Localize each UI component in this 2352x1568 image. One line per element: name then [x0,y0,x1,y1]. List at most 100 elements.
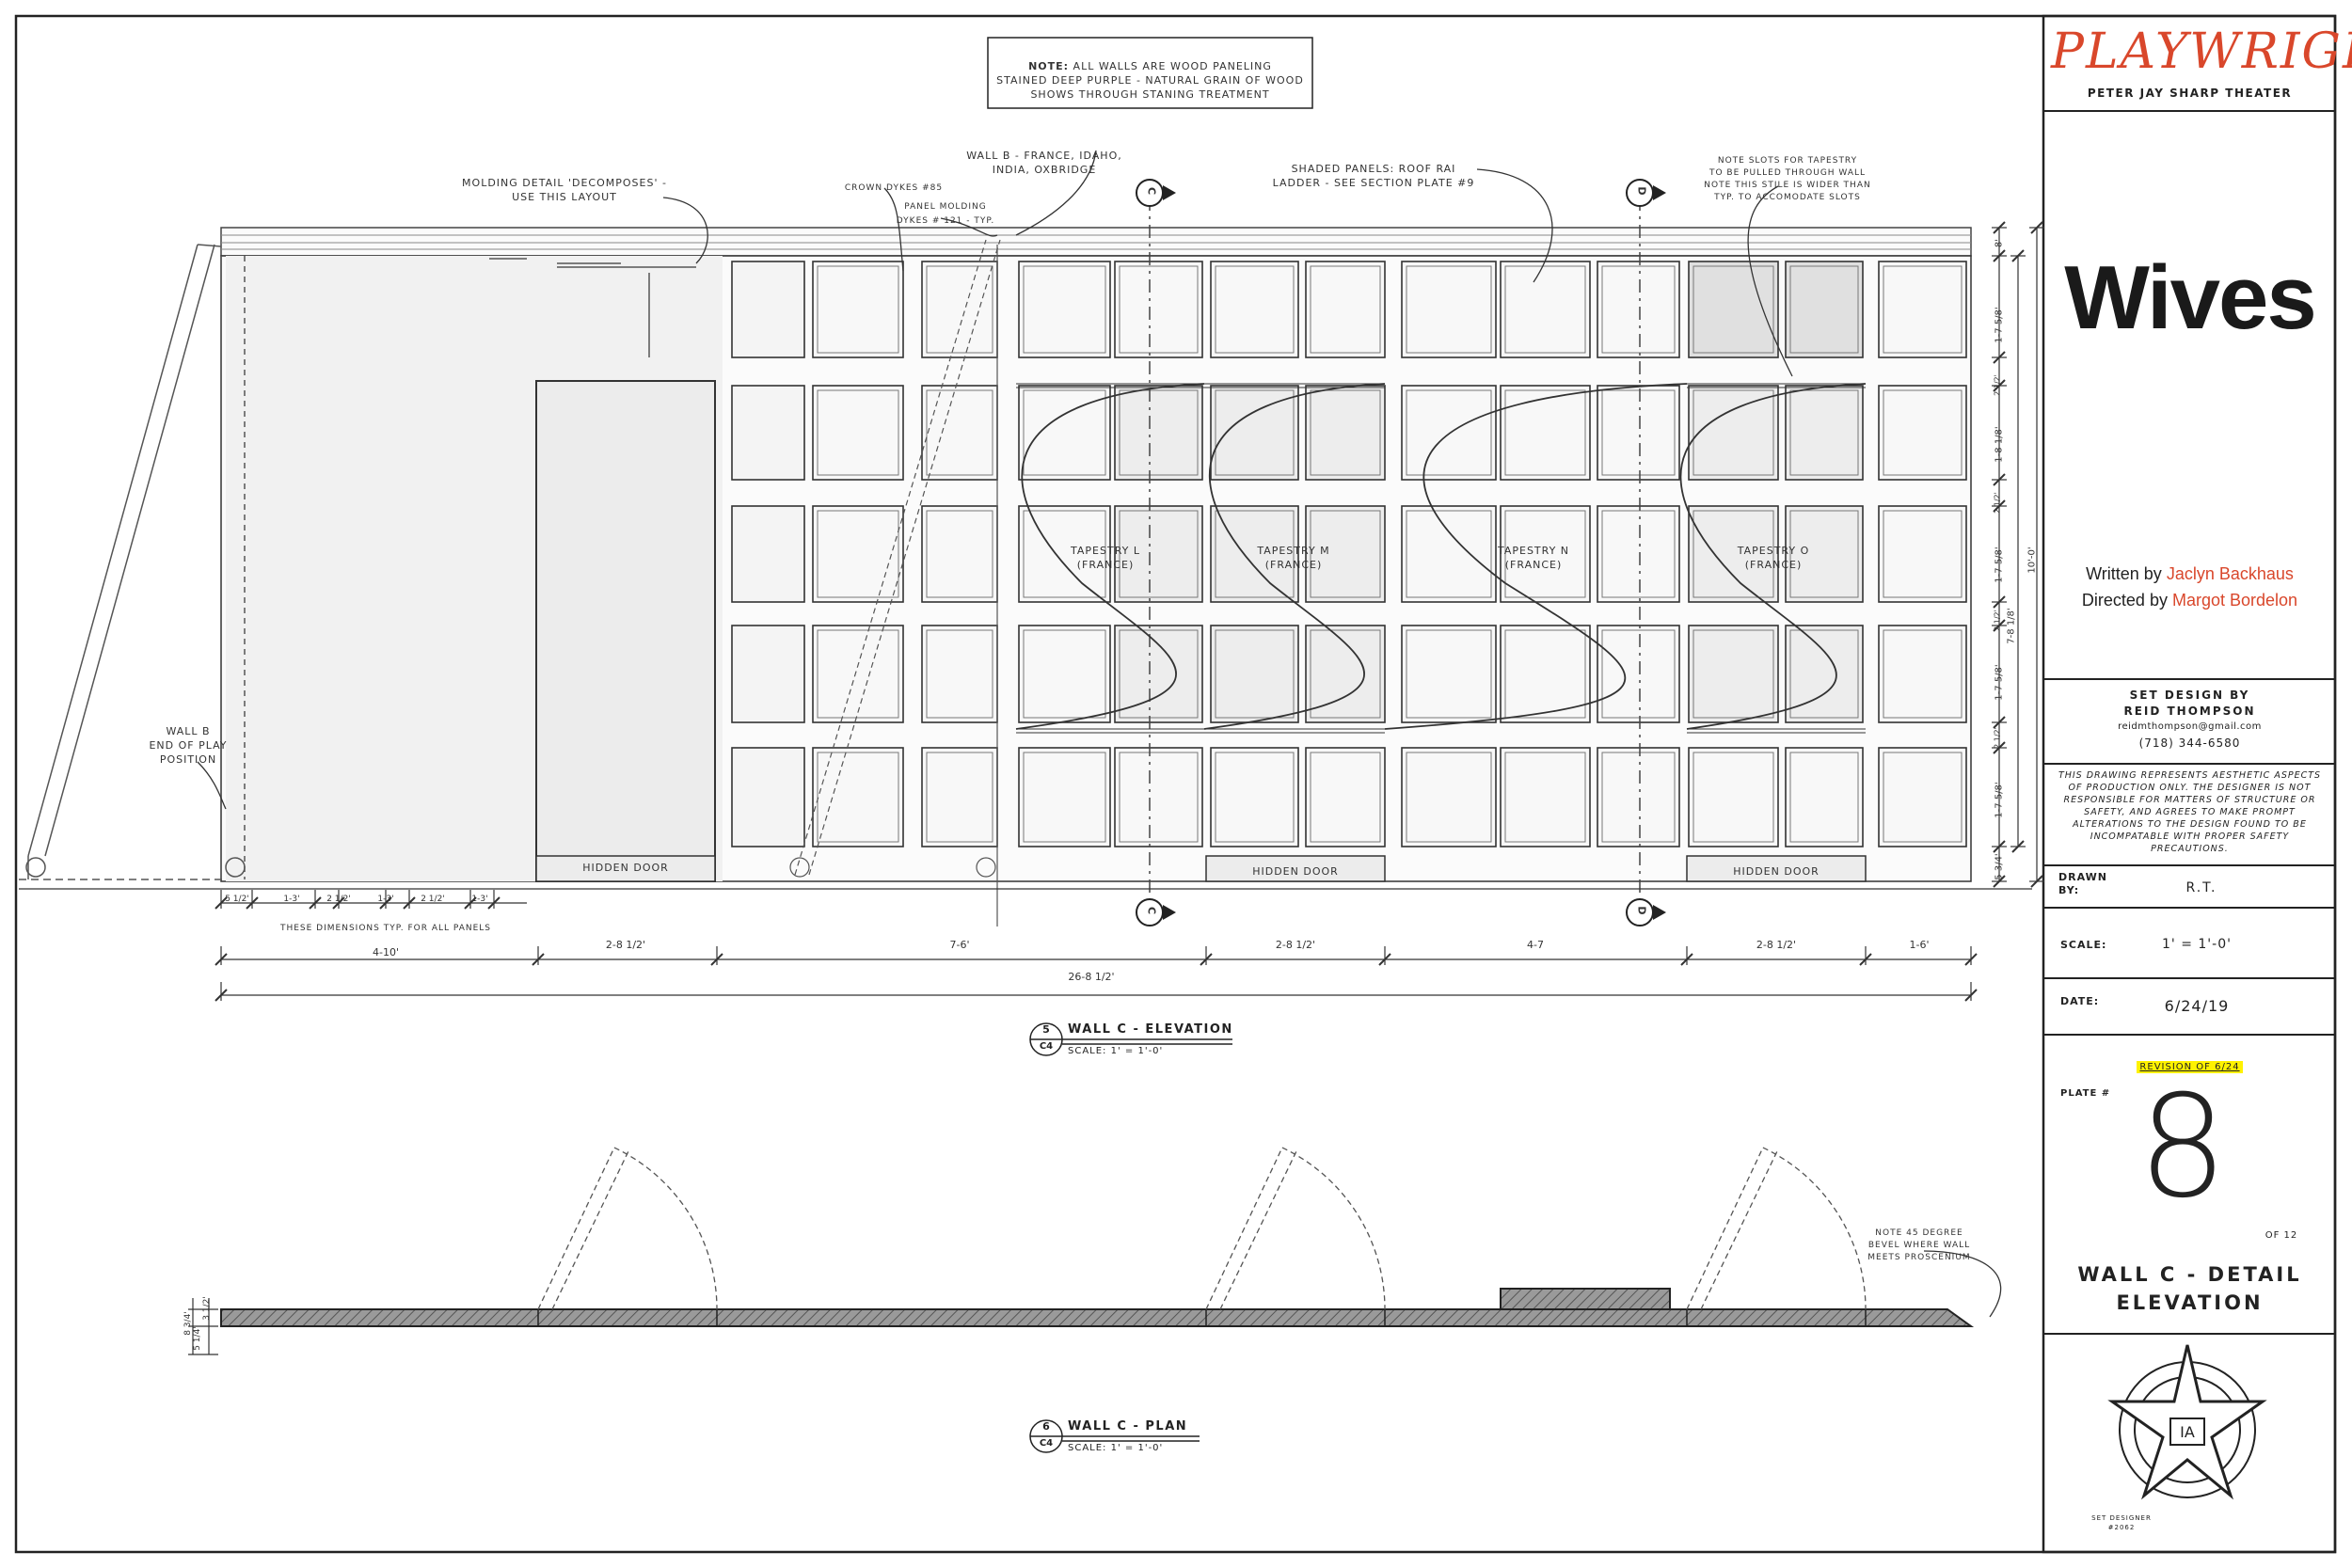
brand-logo: PLAYWRIGHTS [2051,24,2352,80]
panel-molding [1504,510,1586,598]
wall-panel [1878,505,1967,603]
wall-panel [1878,747,1967,847]
show-title: Wives [2064,247,2317,348]
dim-main: 1-6' [1909,939,1930,951]
hidden-door-1 [535,380,716,882]
revision-note: REVISION OF 6/24 [2051,1055,2328,1073]
note-molding: MOLDING DETAIL 'DECOMPOSES' - USE THIS L… [462,177,667,203]
date-value: 6/24/19 [2164,997,2230,1015]
union-seal: IA [2107,1344,2267,1500]
panel-molding [1601,389,1676,476]
designer-name: REID THOMPSON [2123,705,2256,718]
panel-molding [1310,629,1381,719]
vertical-dimensions [1992,221,2044,888]
venue-name: PETER JAY SHARP THEATER [2087,87,2293,100]
wall-crown [220,227,1972,257]
panel-molding [1883,752,1963,843]
panel-molding [1310,752,1381,843]
plan-view [188,1147,1975,1355]
panel-molding [926,752,993,843]
door-leaf [1700,1150,1778,1310]
elevation-view-title: WALL C - ELEVATION [1068,1022,1233,1037]
plan-view-title: WALL C - PLAN [1068,1419,1188,1433]
wall-panel [1688,625,1779,723]
panel-molding [1215,389,1295,476]
note-wall-b-end: WALL B END OF PLAY POSITION [149,725,228,766]
wall-panel [812,385,904,481]
panel-molding [1406,389,1492,476]
plan-dim: 8 3/4' [183,1311,193,1336]
panel-molding [1023,752,1106,843]
panel-molding [1215,265,1295,354]
set-designer-number: #2062 [2107,1524,2136,1531]
panel-molding [817,510,899,598]
wall-panel [1018,261,1111,358]
vdim: 2 1/2' [1993,492,2002,514]
wall-panel [1401,505,1497,603]
vdim-mid: 7-8 1/8' [2006,608,2017,644]
panel-molding [1789,752,1859,843]
dim-main: 2-8 1/2' [1275,939,1316,951]
wall-panel [1785,625,1864,723]
plan-view-sheet: C4 [1039,1438,1054,1449]
door-leaf [537,1147,615,1310]
panel-molding [1789,389,1859,476]
wall-panel [1688,385,1779,481]
sheet-title: WALL C - DETAIL ELEVATION [2077,1263,2302,1314]
note-bevel: NOTE 45 DEGREE BEVEL WHERE WALL MEETS PR… [1867,1228,1971,1262]
wall-panel [731,747,805,847]
plan-ladder-block [1500,1288,1671,1310]
wall-panel [1500,747,1591,847]
section-marker-arrow [1653,905,1666,920]
wall-panel [1785,261,1864,358]
plate-of-total: OF 12 [2265,1230,2298,1241]
dim-main: 2-8 1/2' [605,939,646,951]
dim-small: 1-3' [377,895,394,904]
wall-panel [1305,261,1386,358]
panel-molding [1023,265,1106,354]
door-leaf [1686,1147,1764,1310]
dim-small: 2 1/2' [326,895,351,904]
general-note-prefix: NOTE: [1028,60,1070,72]
panel-molding [1692,265,1774,354]
dim-small: 1-3' [283,895,300,904]
panel-molding [1883,629,1963,719]
dim-total: 26-8 1/2' [1068,971,1115,983]
directed-by-label: Directed by [2081,591,2168,610]
wall-panel [1597,261,1680,358]
panel-molding [1406,629,1492,719]
wall-panel [1401,747,1497,847]
wall-panel [1401,625,1497,723]
panel-molding [926,510,993,598]
vdim: 5 3/4' [1994,853,2005,880]
door-leaf [1205,1147,1283,1310]
wall-panel [1597,625,1680,723]
writer-name: Jaclyn Backhaus [2166,564,2294,583]
wall-panel [1018,385,1111,481]
wall-panel [1785,385,1864,481]
credits: Written by Jaclyn Backhaus Directed by M… [2051,561,2328,613]
written-by-line: Written by Jaclyn Backhaus [2051,561,2328,587]
panel-molding [926,389,993,476]
wall-panel [812,505,904,603]
wall-panel [731,385,805,481]
vdim: 1-7 5/8' [1994,546,2005,583]
panel-molding [1310,510,1381,598]
section-mark-label: C [1145,186,1158,197]
dim-small: 5 1/2' [225,895,249,904]
section-mark-label: D [1635,186,1648,197]
wall-panel [1500,505,1591,603]
dim-main: 4-10' [373,946,399,958]
scale-value: 1' = 1'-0' [2162,937,2232,952]
panel-molding [1601,752,1676,843]
drawn-by: R.T. [2185,880,2217,895]
panel-molding [1692,389,1774,476]
note-tapestry-slots: NOTE SLOTS FOR TAPESTRY TO BE PULLED THR… [1704,156,1871,202]
wall-panel [1500,385,1591,481]
wall-panel [1597,385,1680,481]
door-swings [537,1147,1867,1310]
wall-panel [1114,625,1203,723]
dim-small: 2 1/2' [421,895,445,904]
hidden-door-2 [1205,855,1386,882]
revision-highlight: REVISION OF 6/24 [2137,1061,2243,1073]
